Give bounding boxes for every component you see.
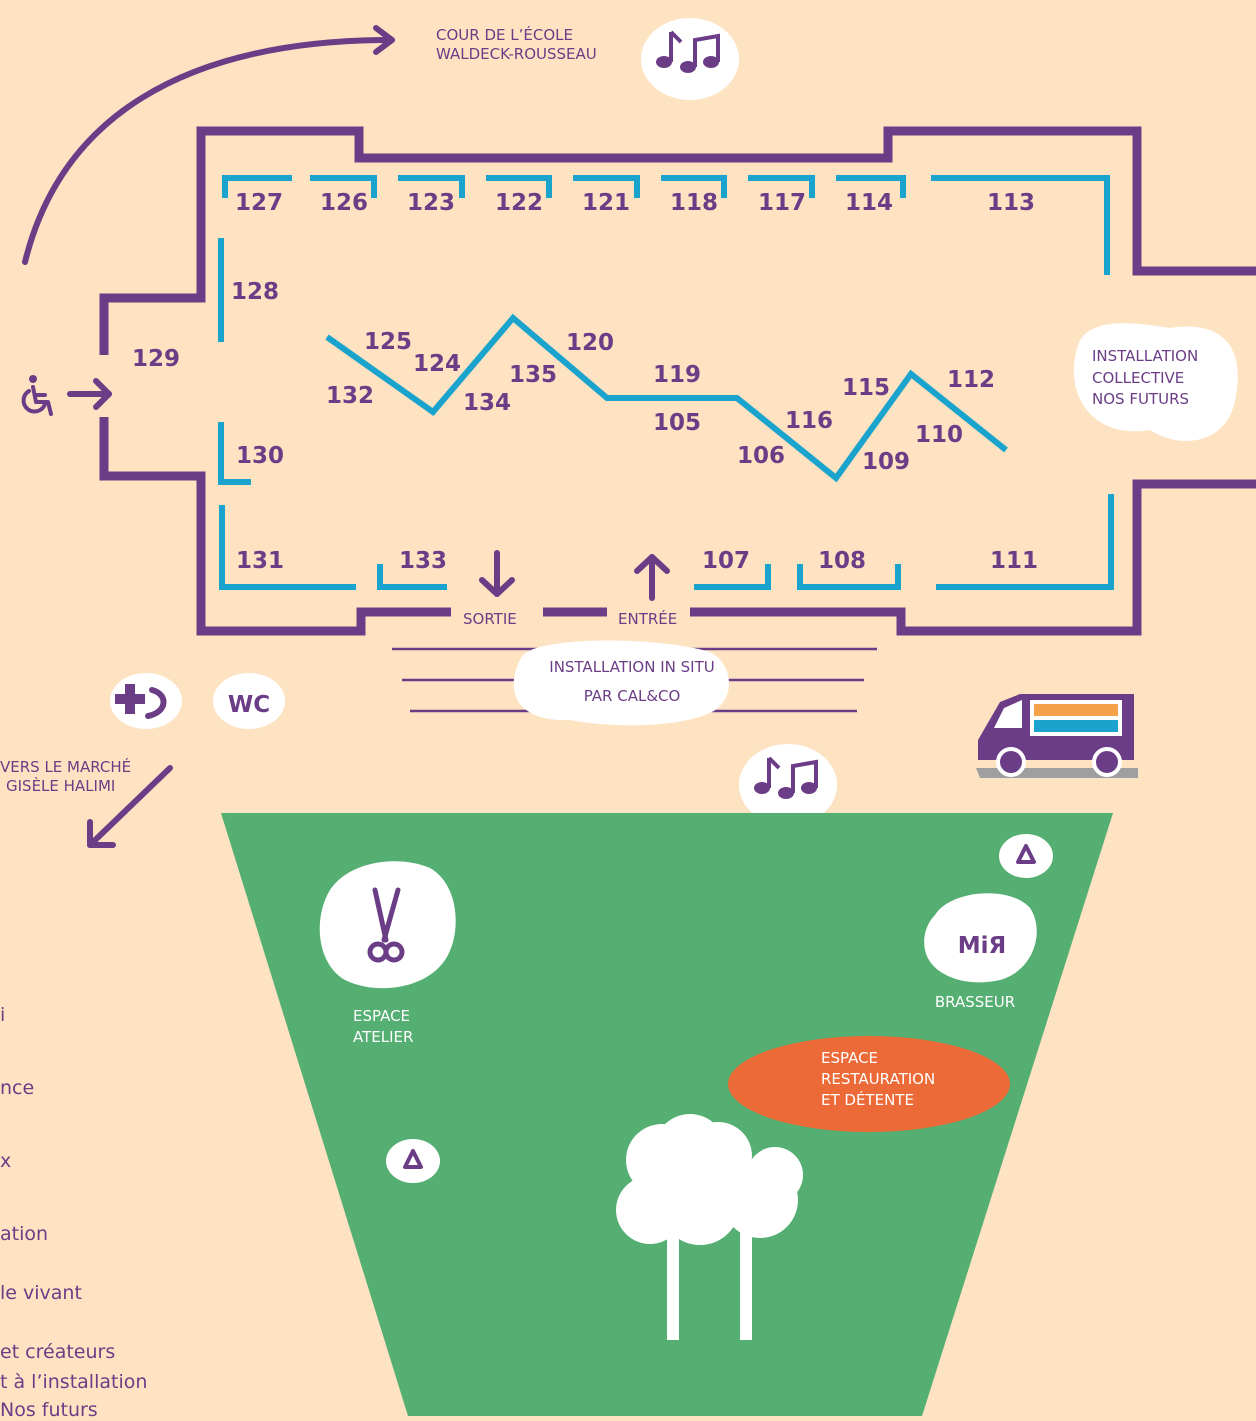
legend-item: i — [0, 1004, 6, 1026]
stand-dividers — [218, 175, 1114, 590]
stand-numbers: 127 126 123 122 121 118 117 114 113 128 … — [132, 190, 1038, 574]
stand-131: 131 — [236, 548, 284, 574]
access-arrow — [67, 378, 112, 410]
installation-collective-line3: NOS FUTURS — [1092, 390, 1189, 408]
stand-122: 122 — [495, 190, 543, 216]
atelier-label-line1: ESPACE — [353, 1007, 410, 1025]
school-label-line2: WALDECK-ROUSSEAU — [436, 45, 597, 63]
food-label-line1: ESPACE — [821, 1049, 878, 1067]
scissors-icon — [319, 861, 456, 989]
food-label-line2: RESTAURATION — [821, 1070, 935, 1088]
school-label-line1: COUR DE L’ÉCOLE — [436, 25, 573, 44]
stand-114: 114 — [845, 190, 893, 216]
stand-105: 105 — [653, 410, 701, 436]
stand-112: 112 — [947, 367, 995, 393]
legend-item: le vivant — [0, 1282, 82, 1304]
stand-116: 116 — [785, 408, 833, 434]
garden-area — [221, 813, 1113, 1416]
first-aid-icon — [110, 673, 182, 729]
legend-item: t à l’installation — [0, 1371, 148, 1393]
installation-collective-line1: INSTALLATION — [1092, 347, 1198, 365]
brewer-badge — [924, 893, 1037, 983]
recycle-icon — [999, 834, 1053, 878]
stand-127: 127 — [235, 190, 283, 216]
stand-134: 134 — [463, 390, 511, 416]
legend-item: nce — [0, 1077, 35, 1099]
stand-108: 108 — [818, 548, 866, 574]
market-label-line2: GISÈLE HALIMI — [6, 776, 115, 795]
food-area — [728, 1036, 1010, 1132]
central-stands-line — [325, 313, 1008, 483]
atelier-label-line2: ATELIER — [353, 1028, 413, 1046]
legend-item: et créateurs — [0, 1341, 116, 1363]
in-situ-line1: INSTALLATION IN SITU — [549, 658, 714, 676]
stand-106: 106 — [737, 443, 785, 469]
stand-117: 117 — [758, 190, 806, 216]
brewer-label: BRASSEUR — [935, 993, 1015, 1011]
stand-118: 118 — [670, 190, 718, 216]
recycle-icon — [386, 1139, 440, 1183]
tree-icon — [616, 1114, 803, 1340]
installation-collective-line2: COLLECTIVE — [1092, 369, 1184, 387]
stand-133: 133 — [399, 548, 447, 574]
stand-125: 125 — [364, 329, 412, 355]
market-label-line1: VERS LE MARCHÉ — [0, 757, 131, 776]
stand-121: 121 — [582, 190, 630, 216]
stand-130: 130 — [236, 443, 284, 469]
stand-113: 113 — [987, 190, 1035, 216]
stand-115: 115 — [842, 375, 890, 401]
stand-132: 132 — [326, 383, 374, 409]
stand-126: 126 — [320, 190, 368, 216]
stand-110: 110 — [915, 422, 963, 448]
stand-123: 123 — [407, 190, 455, 216]
stand-128: 128 — [231, 279, 279, 305]
legend-item: Nos futurs — [0, 1399, 98, 1421]
school-arrow — [22, 25, 395, 265]
stand-107: 107 — [702, 548, 750, 574]
legend-item: ation — [0, 1223, 49, 1245]
in-situ-bubble — [513, 640, 730, 726]
stand-111: 111 — [990, 548, 1038, 574]
wc-icon — [213, 673, 285, 729]
wc-label: WC — [228, 692, 270, 718]
food-truck-icon — [976, 694, 1138, 778]
exit-arrow — [479, 550, 515, 597]
stand-124: 124 — [413, 351, 461, 377]
music-icon — [641, 18, 739, 100]
in-situ-line2: PAR CAL&CO — [584, 687, 681, 705]
food-label-line3: ET DÉTENTE — [821, 1090, 914, 1109]
market-arrow — [87, 765, 173, 848]
accessibility-icon — [21, 375, 53, 416]
legend-item: x — [0, 1150, 12, 1172]
stand-120: 120 — [566, 330, 614, 356]
stand-129: 129 — [132, 346, 180, 372]
exit-label: SORTIE — [463, 610, 517, 628]
stand-135: 135 — [509, 362, 557, 388]
music-icon — [739, 744, 837, 826]
installation-collective-bubble — [1073, 323, 1238, 441]
brewer-logo: MiЯ — [958, 933, 1006, 959]
stand-119: 119 — [653, 362, 701, 388]
stand-109: 109 — [862, 449, 910, 475]
entrance-arrow — [634, 554, 670, 601]
building-walls — [99, 126, 1256, 636]
entrance-label: ENTRÉE — [618, 609, 677, 628]
